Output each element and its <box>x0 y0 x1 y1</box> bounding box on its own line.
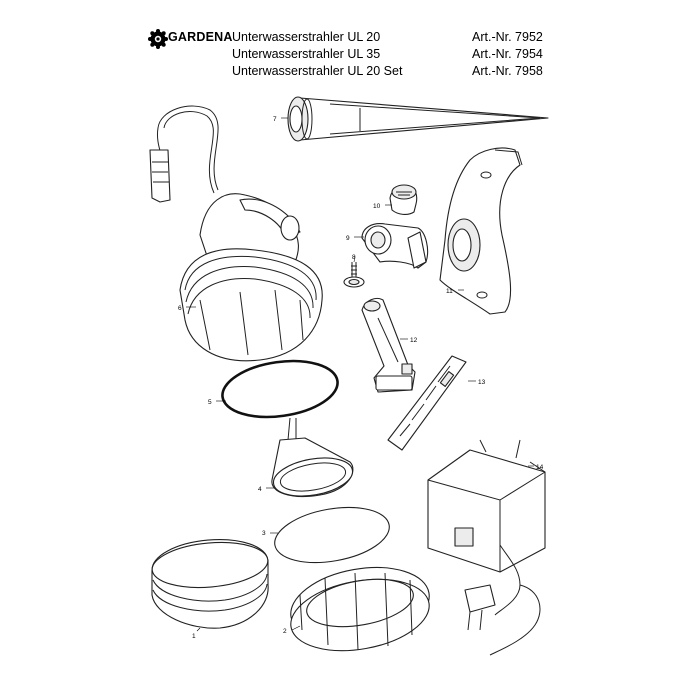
callout-2: 2 <box>283 628 287 635</box>
article-number-7952: Art.-Nr. 7952 <box>472 30 543 44</box>
part-10-knob <box>389 184 418 215</box>
part-4-reflector <box>271 417 354 498</box>
callout-1: 1 <box>192 633 196 640</box>
gardena-flower-icon <box>148 29 168 49</box>
part-9-joint <box>361 223 429 269</box>
part-5-o-ring <box>221 359 339 419</box>
part-12-fork-holder <box>361 297 416 393</box>
part-7-ground-spike <box>287 96 549 142</box>
article-number-7954: Art.-Nr. 7954 <box>472 47 543 61</box>
title-ul35: Unterwasserstrahler UL 35 <box>232 47 381 61</box>
title-ul20-set: Unterwasserstrahler UL 20 Set <box>232 64 403 78</box>
gardena-logo <box>148 29 234 49</box>
leader-lines <box>186 117 534 632</box>
callout-4: 4 <box>258 486 262 493</box>
callout-5: 5 <box>208 399 212 406</box>
callout-13: 13 <box>478 379 486 386</box>
part-3-glass-disc <box>274 506 390 564</box>
part-1-front-cap <box>151 539 269 629</box>
part-11-bracket <box>439 147 523 315</box>
callout-10: 10 <box>373 203 381 210</box>
article-number-7958: Art.-Nr. 7958 <box>472 64 543 78</box>
part-13-mounting-strip <box>387 355 467 451</box>
part-14-transformer <box>427 439 546 656</box>
part-6-housing <box>149 105 323 362</box>
callout-9: 9 <box>346 235 350 242</box>
callout-14: 14 <box>536 464 544 471</box>
part-2-clamp-ring <box>290 566 430 652</box>
part-8-screw <box>343 262 365 288</box>
callout-6: 6 <box>178 305 182 312</box>
callout-11: 11 <box>446 288 453 295</box>
callout-8: 8 <box>352 254 356 261</box>
callout-7: 7 <box>273 116 277 123</box>
callout-labels: 1 2 3 4 5 6 7 8 9 10 11 12 13 14 <box>178 116 544 640</box>
title-ul20: Unterwasserstrahler UL 20 <box>232 30 381 44</box>
brand-name: GARDENA <box>168 30 233 44</box>
callout-3: 3 <box>262 530 266 537</box>
callout-12: 12 <box>410 337 418 344</box>
